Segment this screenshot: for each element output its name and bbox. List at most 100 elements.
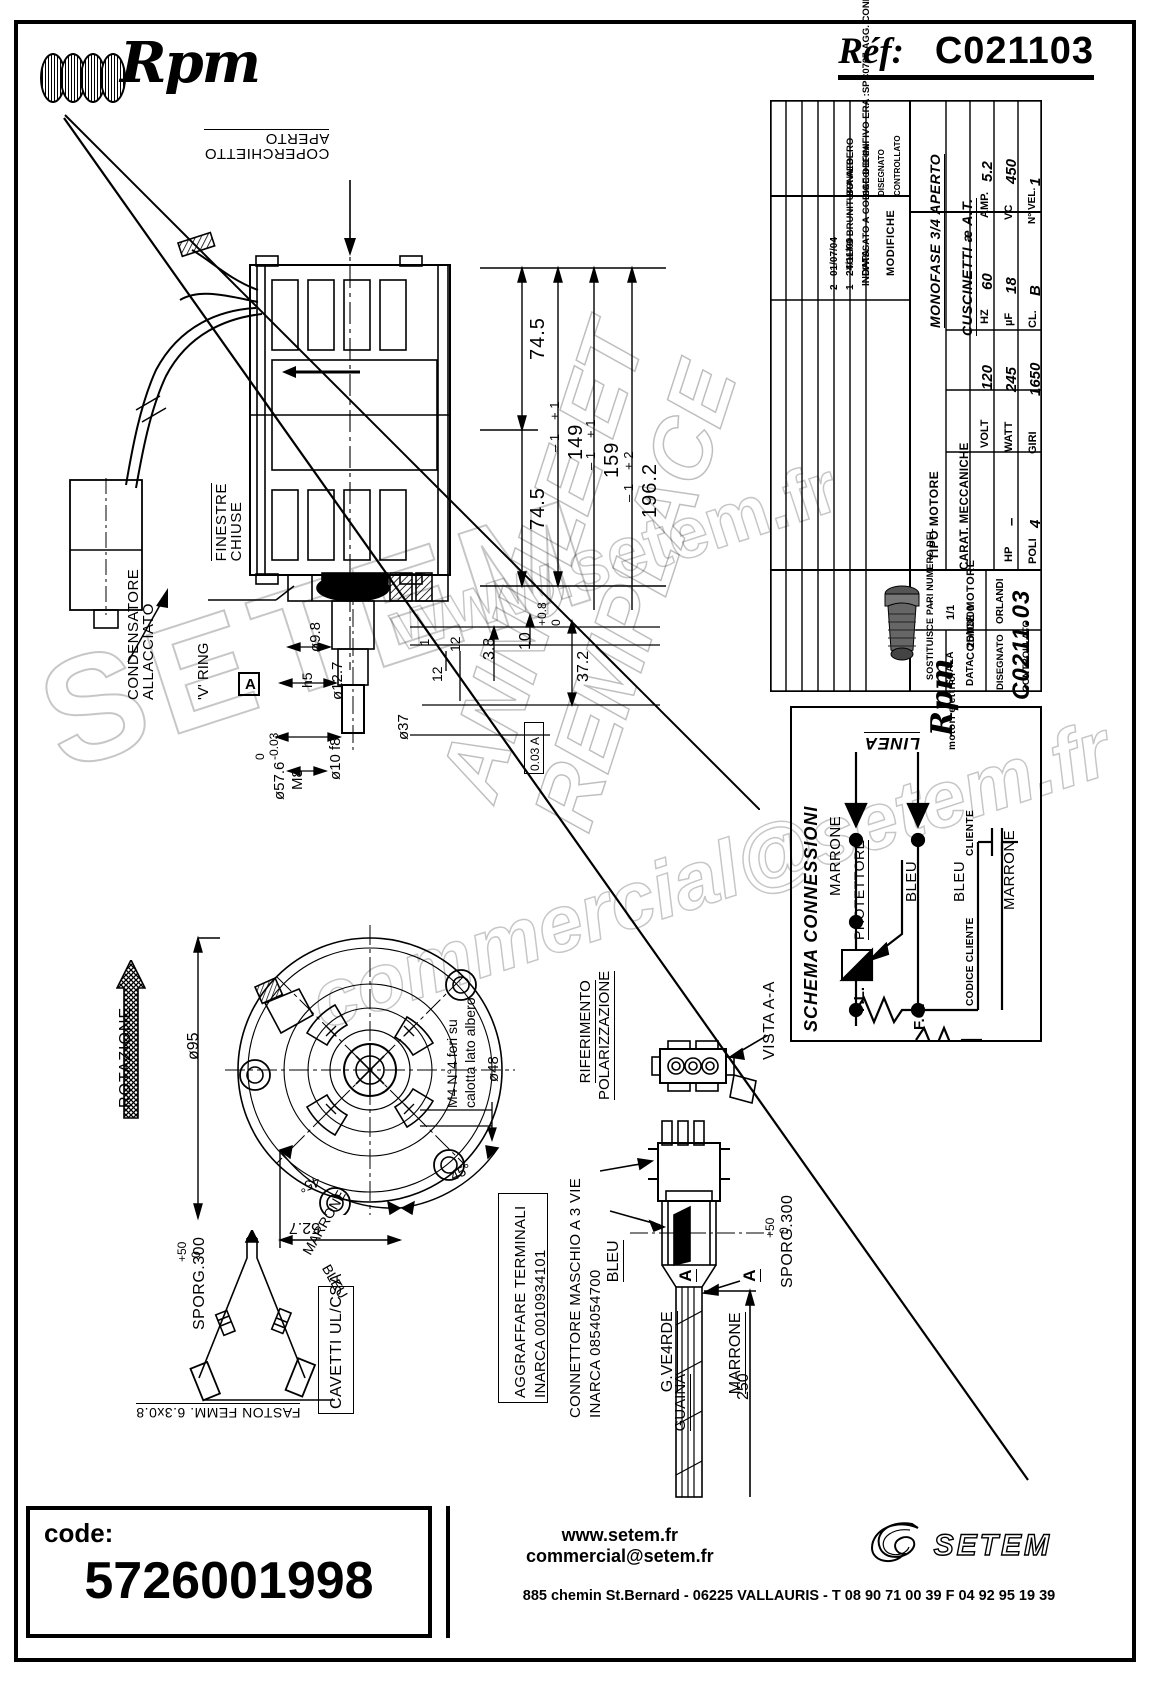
- dim-159-tol-plus: + 1: [583, 419, 598, 438]
- geo-tolerance-frame: 0.03 A: [524, 722, 544, 774]
- section-label-a2: A: [740, 1269, 761, 1282]
- company-info-block: www.setem.fr commercial@setem.fr SETEM 8…: [446, 1506, 1128, 1638]
- reference-block: Réf: C021103: [838, 30, 1094, 80]
- drawing-frame: [14, 20, 1136, 1662]
- dim-57-6: ø57.6: [271, 761, 288, 800]
- company-address: 885 chemin St.Bernard - 06225 VALLAURIS …: [522, 1588, 1056, 1604]
- dim-37-2: 37.2: [575, 650, 592, 682]
- uf-value: 18: [1003, 277, 1020, 294]
- carat-meccaniche-label: CARAT. MECCANICHE: [959, 442, 971, 570]
- schema-marrone-1: MARRONE: [827, 815, 844, 896]
- dim-196-2: 196.2: [639, 462, 661, 518]
- setem-swirl-icon: [870, 1522, 919, 1563]
- callout-connettore: CONNETTORE MASCHIO A 3 VIE INARCA 085405…: [567, 1177, 605, 1418]
- amp-label: AMP.: [979, 191, 991, 218]
- col-modifiche: MODIFICHE: [885, 209, 897, 276]
- poli-value: 4: [1027, 519, 1044, 528]
- code-block: code: 5726001998: [26, 1506, 432, 1638]
- watt-label: WATT: [1003, 421, 1015, 452]
- vista-aa-connector-view: [651, 1035, 769, 1105]
- tipo-motore-value: MONOFASE 3/4 APERTO: [927, 153, 945, 328]
- dim-shaft-tol: 0 -0.03: [253, 732, 281, 760]
- volt-value: 120: [979, 364, 996, 390]
- dim-12-b: 12: [429, 666, 445, 682]
- diameter-95-dimension: [193, 935, 220, 1221]
- schema-marrone-2: MARRONE: [1001, 829, 1018, 910]
- col-disegnato: DISEGNATO: [877, 149, 886, 196]
- uf-label: µF: [1003, 312, 1015, 326]
- dim-10-tol-minus: 0: [549, 619, 563, 626]
- ref-underline: [838, 75, 1094, 80]
- vc-label: VC: [1003, 204, 1015, 220]
- rev-ind-5: -: [781, 286, 792, 290]
- disegnato-label: DISEGNATO: [995, 634, 1006, 690]
- callout-vista-aa: VISTA A-A: [761, 981, 778, 1060]
- giri-label: GIRI: [1027, 431, 1039, 454]
- section-label-a1: A: [676, 1269, 697, 1282]
- code-label: code:: [44, 1518, 114, 1548]
- callout-finestre: FINESTRE CHIUSE: [211, 483, 245, 562]
- rev-data-2: 01/07/04: [829, 237, 840, 276]
- rpm-wordmark: Rpm: [120, 30, 261, 96]
- rev-bonato-4: -: [797, 168, 808, 172]
- dim-37-bore: ø37: [395, 714, 412, 740]
- condensatore-leader: [127, 588, 168, 663]
- dim-10-tol-plus: +0.8: [535, 602, 549, 626]
- rev-bonato-5: -: [781, 168, 792, 172]
- dim-sporg-tol-minus-right: 0: [777, 1227, 791, 1234]
- rev-ind-2: 2: [829, 284, 840, 290]
- amp-value: 5.2: [979, 161, 996, 182]
- callout-m4-holes: M4 N°4 fori su calotta lato albero: [444, 997, 478, 1108]
- dim-149-tol-plus: + 1: [547, 401, 562, 420]
- schema-bleu-2: BLEU: [951, 860, 968, 902]
- dim-m8: M8: [289, 769, 306, 790]
- code-value: 5726001998: [84, 1552, 374, 1610]
- schema-fl: F.L.: [851, 987, 868, 1012]
- dim-sporg-tol-plus-left: +50: [175, 1241, 189, 1262]
- rev-desc-1: PASSATO A CODICE DEFINIFIVO ERA :SPC0767…: [861, 0, 872, 270]
- giri-value: 1650: [1027, 362, 1044, 396]
- rev-ind-4: -: [797, 286, 808, 290]
- title-block: IND 1 2 - - - DATA 24/11/00 01/07/04 PAS…: [770, 0, 1044, 1006]
- scala-label: SCALA: [945, 651, 956, 686]
- rev-bonato-3: -: [813, 168, 824, 172]
- data-value: 25/08/00: [965, 605, 977, 648]
- dim-3-8: 3.8: [481, 637, 498, 660]
- callout-faston: FASTON FEMM. 6.3x0.8: [135, 1403, 301, 1421]
- dim-159: 159: [601, 441, 623, 478]
- company-email[interactable]: commercial@setem.fr: [526, 1546, 714, 1566]
- rev-ind-3: -: [813, 286, 824, 290]
- nvel-value: 1: [1027, 177, 1044, 186]
- col-controllato: CONTROLLATO: [893, 135, 902, 196]
- dim-sporg-300-right: SPORG.300: [779, 1194, 796, 1288]
- scala-value: 1/1: [945, 604, 957, 620]
- rev-ind-1: 1: [845, 284, 856, 290]
- col-bonato: BONATO: [845, 157, 855, 196]
- dim-74-5-top: 74.5: [527, 317, 549, 360]
- poli-label: POLI: [1027, 538, 1039, 564]
- dim-95: ø95: [185, 1032, 202, 1060]
- dim-12-7: ø12.7: [329, 661, 346, 700]
- hp-label: HP: [1003, 546, 1015, 562]
- company-website[interactable]: www.setem.fr: [561, 1525, 678, 1545]
- hz-label: HZ: [979, 309, 991, 324]
- coil-icon: [100, 52, 126, 103]
- setem-wordmark: SETEM: [933, 1528, 1052, 1562]
- label-guaina: GUAINA: [672, 1373, 691, 1432]
- cl-value: B: [1027, 285, 1044, 296]
- dim-74-5-bottom: 74.5: [527, 487, 549, 530]
- callout-riferimento: RIFERIMENTO POLARIZZAZIONE: [576, 970, 615, 1100]
- dim-159-tol-minus: – 1: [583, 451, 598, 470]
- dim-h5: h5: [299, 672, 315, 688]
- callout-rotazione: ROTAZIONE: [117, 1006, 134, 1108]
- schema-bleu-1: BLEU: [903, 860, 920, 902]
- dim-1: 1: [417, 638, 432, 646]
- vc-value: 450: [1003, 158, 1020, 184]
- callout-v-ring: 'V' RING: [195, 642, 212, 700]
- motor-thumbnail-icon: [884, 585, 920, 661]
- dim-9-8: ø9.8: [307, 621, 324, 652]
- volt-label: VOLT: [979, 419, 991, 448]
- dim-sporg-tol-minus-left: 0: [189, 1251, 203, 1258]
- schema-fc: F.C.: [911, 1003, 928, 1030]
